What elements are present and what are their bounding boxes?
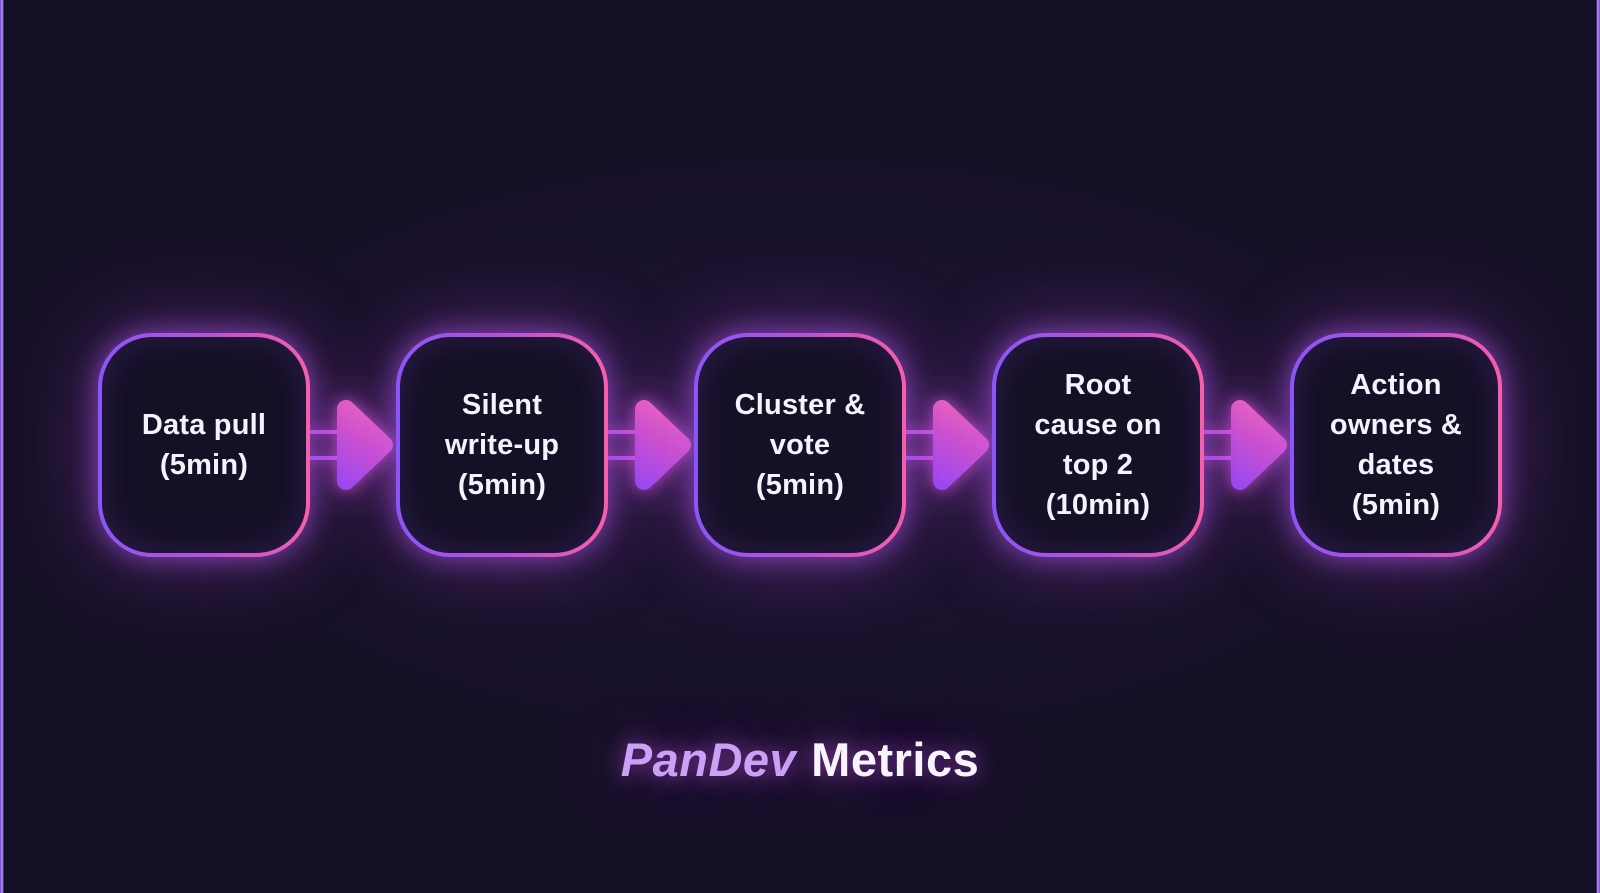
arrow-head (933, 400, 989, 490)
arrow-right-icon (1196, 400, 1287, 490)
step-label: Silent write-up (5min) (444, 388, 560, 501)
arrow-right-icon (302, 400, 393, 490)
arrow-head (337, 400, 393, 490)
arrow-right-icon (600, 400, 691, 490)
step-box-action-owners: Action owners & dates (5min) (1290, 333, 1502, 557)
step-box-face: Cluster & vote (5min) (698, 337, 902, 553)
step-box-face: Silent write-up (5min) (400, 337, 604, 553)
step-label: Cluster & vote (5min) (734, 388, 866, 501)
right-edge-border (1596, 0, 1600, 893)
step-box-face: Data pull (5min) (102, 337, 306, 553)
step-box-cluster-vote: Cluster & vote (5min) (694, 333, 906, 557)
left-edge-border (0, 0, 4, 893)
footer-title: PanDev Metrics (0, 724, 1600, 794)
step-box-silent-write-up: Silent write-up (5min) (396, 333, 608, 557)
arrow-right-icon (898, 400, 989, 490)
title-text: Metrics (811, 732, 980, 786)
brand-name: PanDev (620, 732, 797, 786)
step-box-root-cause: Root cause on top 2 (10min) (992, 333, 1204, 557)
arrow-head (1231, 400, 1287, 490)
step-label: Root cause on top 2 (10min) (1034, 368, 1162, 522)
arrow-head (635, 400, 691, 490)
process-flow: Data pull (5min) Silent write-up (5min) … (0, 333, 1600, 557)
step-box-data-pull: Data pull (5min) (98, 333, 310, 557)
step-box-face: Root cause on top 2 (10min) (996, 337, 1200, 553)
step-label: Action owners & dates (5min) (1329, 368, 1463, 522)
step-box-face: Action owners & dates (5min) (1294, 337, 1498, 553)
step-label: Data pull (5min) (141, 408, 267, 481)
